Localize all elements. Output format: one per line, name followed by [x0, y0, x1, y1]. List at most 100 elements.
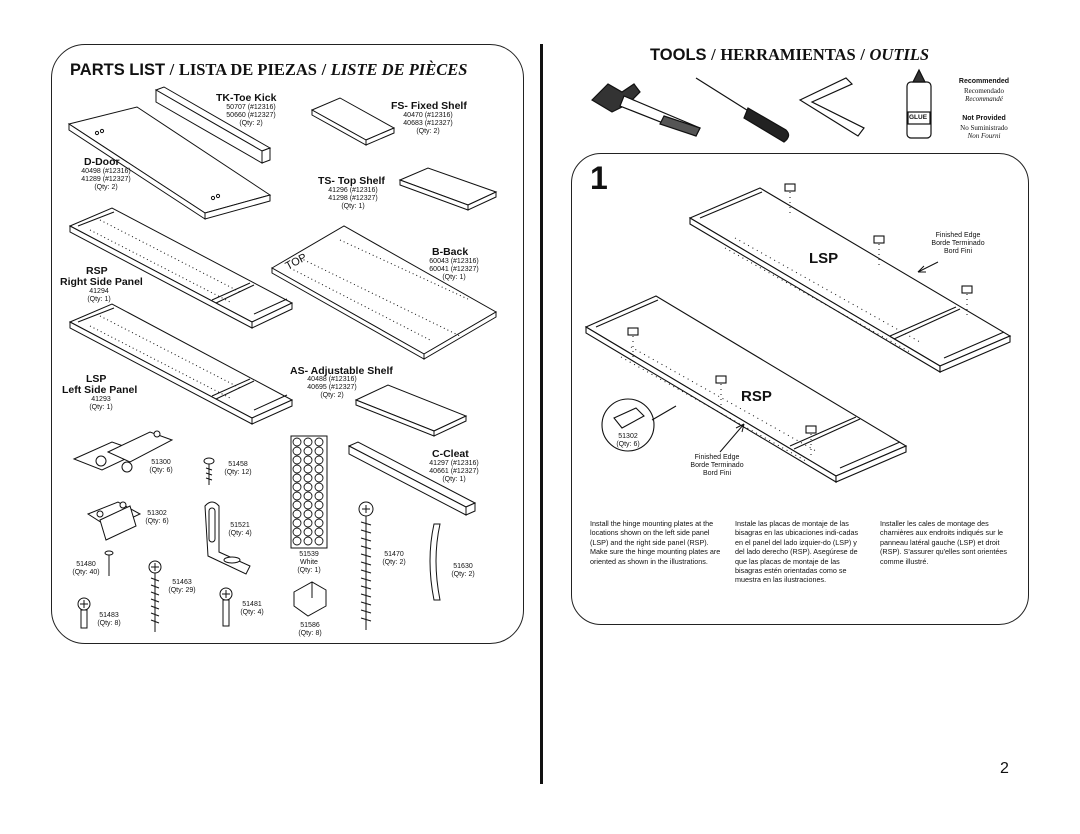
- handle-51630-icon: [429, 523, 441, 601]
- cap-circle: [314, 446, 324, 456]
- h51521-label: 51521 (Qty: 4): [224, 522, 256, 538]
- h51521-part: 51521: [230, 522, 250, 529]
- tools-title-sep: /: [711, 45, 716, 64]
- cap-circle: [314, 437, 324, 447]
- b-details: 60043 (#12316) 60041 (#12327) (Qty: 1): [418, 258, 490, 282]
- h51300-qty: (Qty: 6): [149, 467, 173, 474]
- h51630-qty: (Qty: 2): [451, 571, 475, 578]
- cap-circle: [303, 482, 313, 492]
- h51539-qty: (Qty: 1): [297, 567, 321, 574]
- glue-icon: [906, 68, 932, 139]
- b-name: B-Back: [432, 246, 469, 258]
- cap-circle: [303, 491, 313, 501]
- d-details: 40498 (#12316) 41289 (#12327) (Qty: 2): [70, 168, 142, 192]
- d-name: D-Door: [84, 156, 120, 168]
- page-number: 2: [1000, 760, 1009, 777]
- cap-circle: [303, 536, 313, 546]
- as-qty: (Qty: 2): [320, 392, 344, 399]
- mount-plate-51302-icon: [86, 501, 142, 541]
- recommended-en: Recommended: [958, 78, 1010, 85]
- square-icon: [798, 77, 865, 137]
- c-cleat-drawing: [347, 441, 477, 516]
- as-name: AS- Adjustable Shelf: [290, 365, 393, 377]
- tk-name: TK-Toe Kick: [216, 92, 277, 104]
- cap-circle: [303, 527, 313, 537]
- cc-line1: 41297 (#12316): [429, 460, 479, 467]
- cc-line2: 40661 (#12327): [429, 468, 479, 475]
- rsp-hinge-plate-1: [627, 327, 639, 336]
- fs-qty: (Qty: 2): [416, 128, 440, 135]
- ts-line2: 41298 (#12327): [328, 195, 378, 202]
- b-qty: (Qty: 1): [442, 274, 466, 281]
- h51480-label: 51480 (Qty: 40): [68, 561, 104, 577]
- tools-title-fr: OUTILS: [869, 45, 930, 64]
- ts-details: 41296 (#12316) 41298 (#12327) (Qty: 1): [317, 187, 389, 211]
- h51481-qty: (Qty: 4): [240, 609, 264, 616]
- tools-title: TOOLS / HERRAMIENTAS / OUTILS: [650, 45, 929, 65]
- cap-circle: [314, 527, 324, 537]
- cap-circle: [314, 518, 324, 528]
- fe-bottom-es: Borde Terminado: [690, 462, 744, 469]
- finished-edge-bottom: Finished Edge Borde Terminado Bord Fini: [677, 454, 757, 478]
- fs-line2: 40683 (#12327): [403, 120, 453, 127]
- caps-grid: [292, 437, 324, 546]
- h51483-qty: (Qty: 8): [97, 620, 121, 627]
- cap-circle: [292, 518, 302, 528]
- lsp-part: 41293: [91, 396, 111, 403]
- shelf-clip-51586-icon: [293, 581, 327, 617]
- cap-circle: [292, 446, 302, 456]
- h51521-qty: (Qty: 4): [228, 530, 252, 537]
- cap-circle: [303, 464, 313, 474]
- fe-bottom-en: Finished Edge: [694, 454, 740, 461]
- h51463-qty: (Qty: 29): [168, 587, 196, 594]
- lsp-step-label: LSP: [809, 250, 839, 267]
- h51302-label: 51302 (Qty: 6): [140, 510, 174, 526]
- h51480-qty: (Qty: 40): [72, 569, 100, 576]
- fs-details: 40470 (#12316) 40683 (#12327) (Qty: 2): [392, 112, 464, 136]
- tools-recommended: Recommended Recomendado Recommandé: [938, 78, 1030, 104]
- as-line2: 40695 (#12327): [307, 384, 357, 391]
- cap-circle: [314, 536, 324, 546]
- as-details: 40488 (#12316) 40695 (#12327) (Qty: 2): [296, 376, 368, 400]
- h51463-part: 51463: [172, 579, 192, 586]
- h51458-label: 51458 (Qty: 12): [219, 461, 257, 477]
- instructions-fr: Installer les cales de montage des charn…: [880, 519, 1007, 566]
- lsp-hinge-plate-3: [961, 285, 973, 294]
- h51302-part: 51302: [147, 510, 167, 517]
- cap-circle: [314, 491, 324, 501]
- d-qty: (Qty: 2): [94, 184, 118, 191]
- rsp-panel-drawing: [68, 207, 294, 329]
- as-line1: 40488 (#12316): [307, 376, 357, 383]
- rsp-hinge-plate-3: [805, 425, 817, 434]
- parts-title-en: PARTS LIST: [70, 61, 166, 79]
- ts-line1: 41296 (#12316): [328, 187, 378, 194]
- parts-list-frame: [51, 44, 524, 644]
- h51539-part: 51539: [299, 551, 319, 558]
- callout-label: 51302 (Qty: 6): [612, 433, 644, 449]
- rsp-name: Right Side Panel: [60, 276, 143, 288]
- cap-circle: [292, 464, 302, 474]
- h51480-part: 51480: [76, 561, 96, 568]
- callout-qty: (Qty: 6): [616, 441, 640, 448]
- rsp-qty: (Qty: 1): [87, 296, 111, 303]
- cap-circle: [292, 500, 302, 510]
- cap-circle: [303, 455, 313, 465]
- step1-frame: [571, 153, 1029, 625]
- cap-circle: [303, 500, 313, 510]
- recommended-es: Recomendado: [963, 86, 1005, 95]
- nail-51480-icon: [104, 550, 114, 576]
- rsp-code: RSP: [86, 265, 108, 277]
- not-provided-fr: Non Fourni: [967, 132, 1001, 140]
- page-divider: [540, 44, 543, 784]
- screw-51483-icon: [77, 597, 91, 629]
- d-line2: 41289 (#12327): [81, 176, 131, 183]
- finished-edge-top-arrow: [917, 261, 939, 273]
- cap-circle: [292, 482, 302, 492]
- callout-part: 51302: [618, 433, 638, 440]
- screw-51470-icon: [358, 501, 374, 630]
- fe-top-es: Borde Terminado: [931, 240, 985, 247]
- cap-circle: [314, 455, 324, 465]
- glue-label: GLUE: [909, 114, 928, 121]
- lsp-hinge-plate-2: [873, 235, 885, 244]
- cap-circle: [314, 473, 324, 483]
